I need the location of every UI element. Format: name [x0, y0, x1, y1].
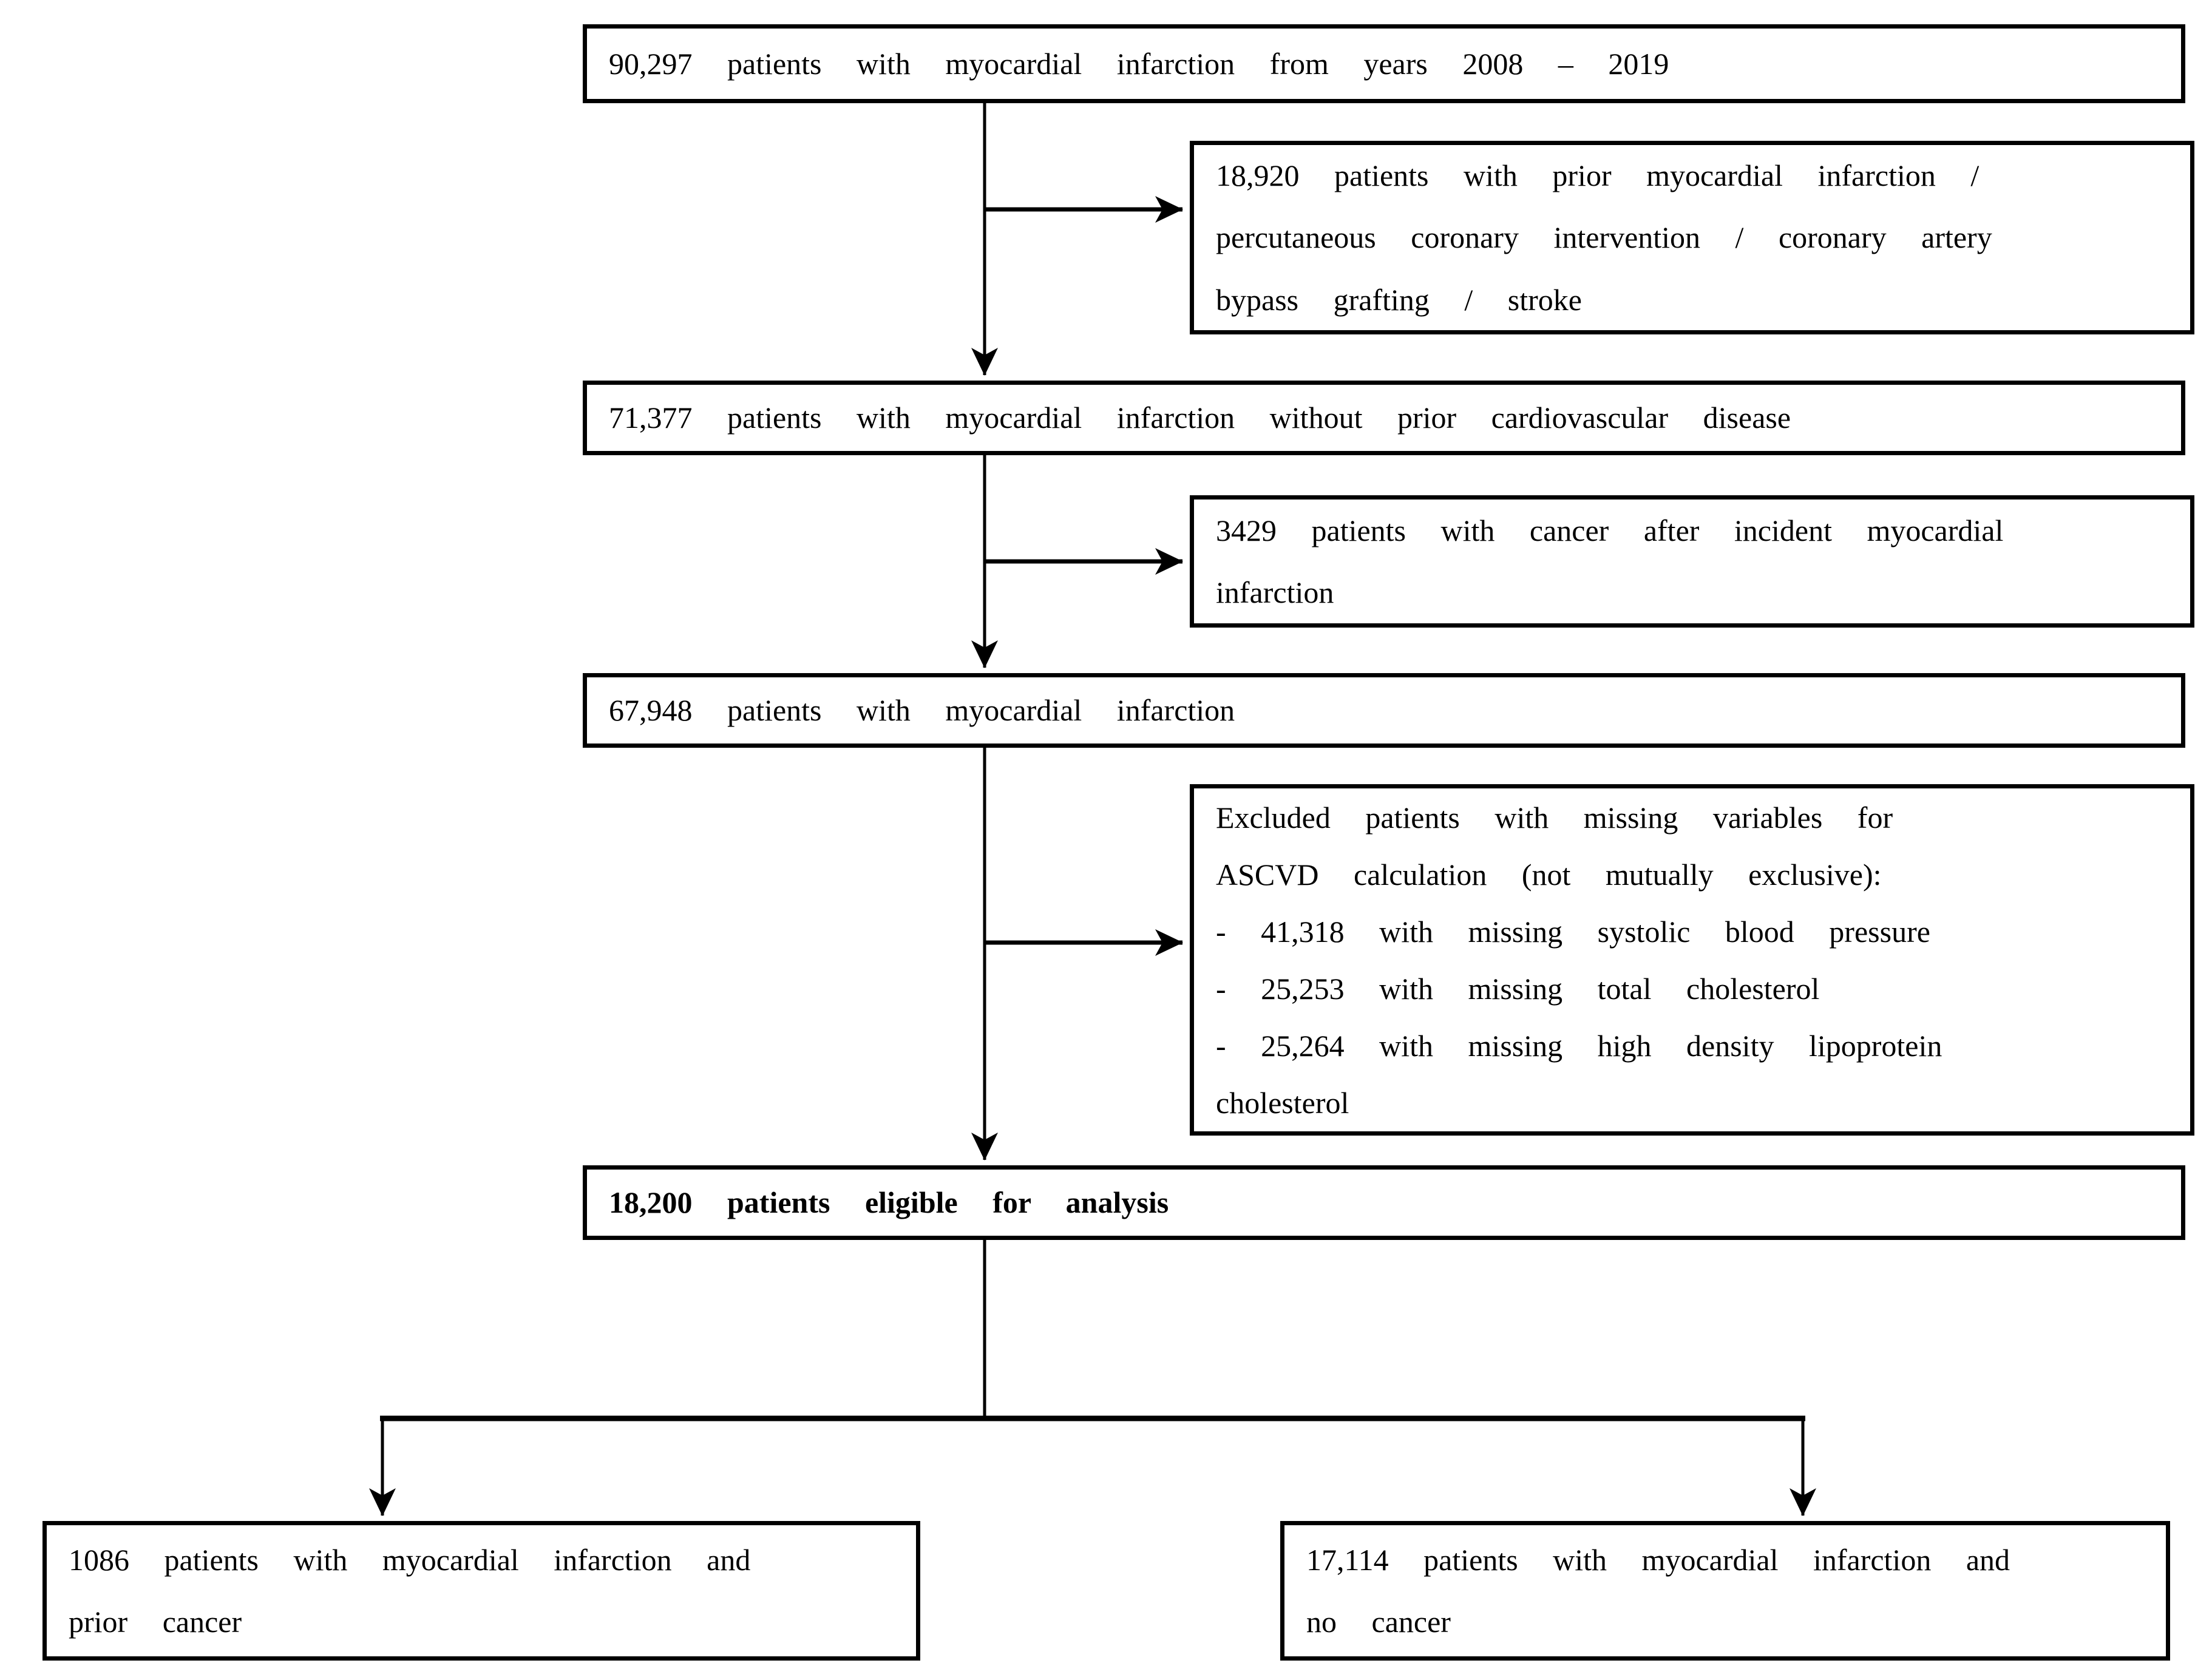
box-text-line: no cancer: [1306, 1605, 1451, 1639]
box-text-line: - 25,253 with missing total cholesterol: [1216, 971, 1820, 1006]
box-text-line: 17,114 patients with myocardial infarcti…: [1306, 1542, 2010, 1577]
box-excluded-cancer-after-mi: 3429 patients with cancer after incident…: [1190, 495, 2194, 628]
box-text-line: 3429 patients with cancer after incident…: [1216, 513, 2004, 547]
box-text-line: 18,920 patients with prior myocardial in…: [1216, 158, 1980, 192]
box-text-line: 90,297 patients with myocardial infarcti…: [609, 46, 1669, 81]
box-text-line: 18,200 patients eligible for analysis: [609, 1185, 1169, 1220]
box-text-line: - 41,318 with missing systolic blood pre…: [1216, 914, 1930, 949]
box-text-line: cholesterol: [1216, 1085, 1349, 1120]
box-eligible-for-analysis: 18,200 patients eligible for analysis: [583, 1165, 2185, 1240]
box-text-line: percutaneous coronary intervention / cor…: [1216, 220, 1992, 255]
box-text-line: 67,948 patients with myocardial infarcti…: [609, 693, 1235, 728]
box-text-line: Excluded patients with missing variables…: [1216, 800, 1893, 835]
box-text-line: infarction: [1216, 575, 1334, 609]
box-text-line: 1086 patients with myocardial infarction…: [69, 1542, 751, 1577]
box-mi-and-no-cancer: 17,114 patients with myocardial infarcti…: [1280, 1521, 2170, 1661]
box-text-line: prior cancer: [69, 1605, 242, 1639]
box-excluded-prior-cvd: 18,920 patients with prior myocardial in…: [1190, 141, 2194, 334]
box-text-line: 71,377 patients with myocardial infarcti…: [609, 401, 1791, 435]
box-text-line: - 25,264 with missing high density lipop…: [1216, 1028, 1942, 1063]
box-initial-cohort: 90,297 patients with myocardial infarcti…: [583, 24, 2185, 103]
box-text-line: bypass grafting / stroke: [1216, 282, 1582, 317]
box-text-line: ASCVD calculation (not mutually exclusiv…: [1216, 857, 1882, 892]
box-mi-and-prior-cancer: 1086 patients with myocardial infarction…: [42, 1521, 920, 1661]
box-excluded-missing-variables: Excluded patients with missing variables…: [1190, 784, 2194, 1136]
box-no-prior-cardiovascular-disease: 71,377 patients with myocardial infarcti…: [583, 381, 2185, 455]
box-mi-cohort: 67,948 patients with myocardial infarcti…: [583, 673, 2185, 748]
